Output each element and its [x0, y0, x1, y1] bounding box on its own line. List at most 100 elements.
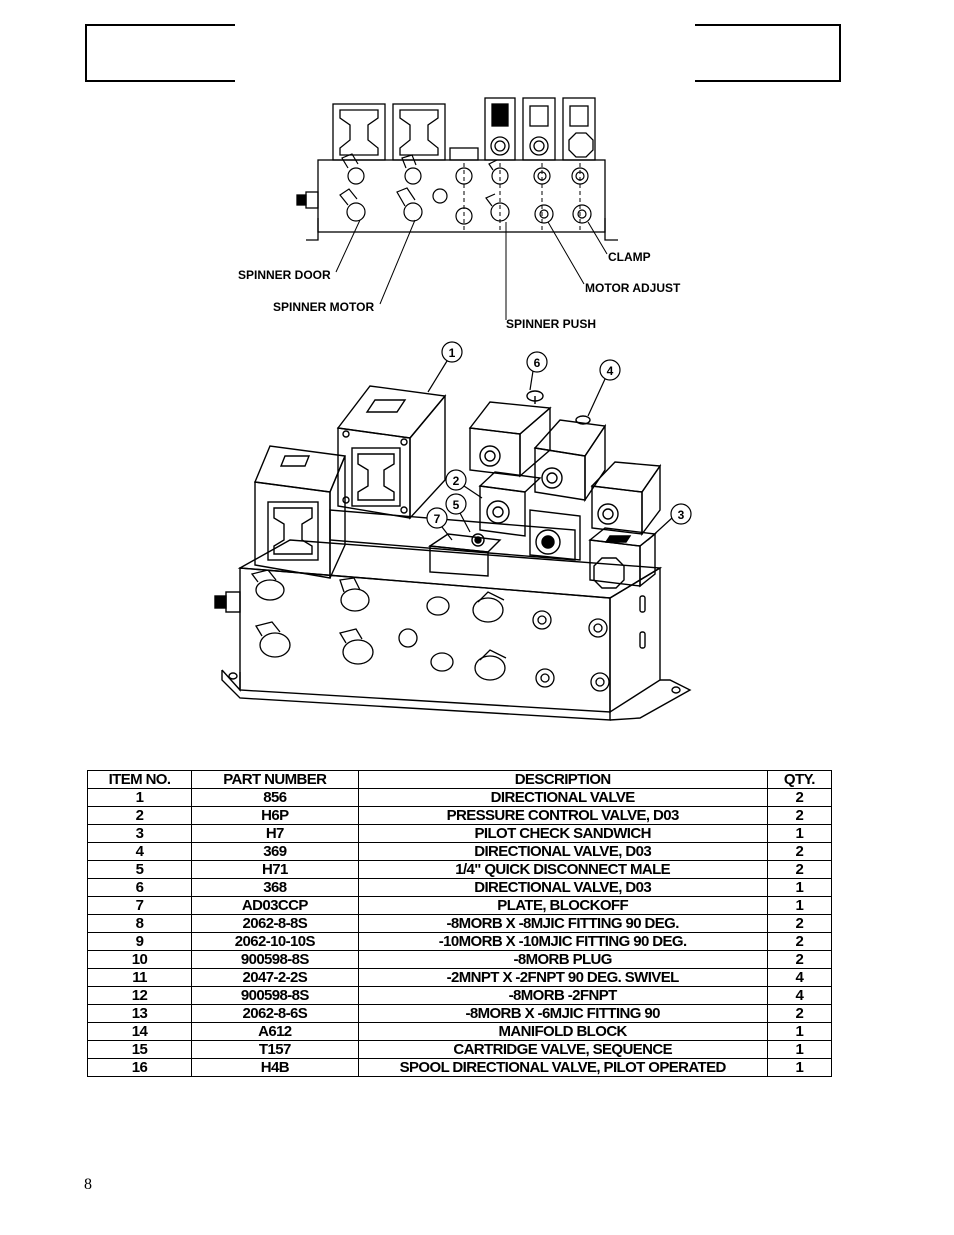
cell-item-no: 5	[86, 860, 193, 879]
cell-part-number: 900598-8S	[191, 986, 359, 1005]
cell-qty: 2	[766, 860, 833, 879]
cell-qty: 1	[766, 1022, 833, 1041]
cell-qty: 2	[766, 788, 833, 807]
cell-part-number: 900598-8S	[191, 950, 359, 969]
cell-description: -8MORB X -8MJIC FITTING 90 DEG.	[357, 914, 768, 933]
header-box-right	[695, 24, 841, 82]
label-spinner-motor: SPINNER MOTOR	[273, 300, 374, 314]
cell-part-number: T157	[191, 1040, 359, 1059]
cell-qty: 2	[766, 842, 833, 861]
cell-part-number: 368	[191, 878, 359, 897]
cell-description: -8MORB X -6MJIC FITTING 90	[357, 1004, 768, 1023]
isometric-view-drawing: 1 2 3 4 5 6 7	[214, 341, 692, 721]
cell-qty: 1	[766, 1058, 833, 1077]
label-spinner-door: SPINNER DOOR	[238, 268, 331, 282]
cell-description: DIRECTIONAL VALVE, D03	[357, 878, 768, 897]
callout-4: 4	[607, 364, 614, 378]
cell-item-no: 7	[86, 896, 193, 915]
cell-item-no: 4	[86, 842, 193, 861]
label-motor-adjust: MOTOR ADJUST	[585, 281, 681, 295]
callout-1: 1	[449, 346, 456, 360]
callout-2: 2	[453, 474, 460, 488]
cell-part-number: 2047-2-2S	[191, 968, 359, 987]
cell-part-number: A612	[191, 1022, 359, 1041]
cell-description: PRESSURE CONTROL VALVE, D03	[357, 806, 768, 825]
callout-5: 5	[453, 498, 460, 512]
label-clamp: CLAMP	[608, 250, 651, 264]
cell-part-number: H7	[191, 824, 359, 843]
table-header-row: ITEM NO. PART NUMBER DESCRIPTION QTY.	[86, 770, 833, 789]
cell-item-no: 12	[86, 986, 193, 1005]
header-qty: QTY.	[766, 770, 833, 789]
cell-qty: 1	[766, 896, 833, 915]
manifold-drawings: SPINNER DOOR SPINNER MOTOR SPINNER PUSH …	[214, 97, 692, 721]
cell-description: PLATE, BLOCKOFF	[357, 896, 768, 915]
cell-part-number: H6P	[191, 806, 359, 825]
cell-part-number: H4B	[191, 1058, 359, 1077]
cell-qty: 1	[766, 1040, 833, 1059]
cell-item-no: 11	[86, 968, 193, 987]
cell-description: MANIFOLD BLOCK	[357, 1022, 768, 1041]
cell-qty: 2	[766, 806, 833, 825]
header-part-number: PART NUMBER	[191, 770, 359, 789]
top-view-drawing: SPINNER DOOR SPINNER MOTOR SPINNER PUSH …	[238, 97, 681, 331]
cell-item-no: 14	[86, 1022, 193, 1041]
page-number: 8	[84, 1176, 92, 1193]
cell-part-number: 2062-10-10S	[191, 932, 359, 951]
cell-description: PILOT CHECK SANDWICH	[357, 824, 768, 843]
cell-qty: 2	[766, 1004, 833, 1023]
cell-part-number: 856	[191, 788, 359, 807]
cell-item-no: 8	[86, 914, 193, 933]
cell-description: DIRECTIONAL VALVE, D03	[357, 842, 768, 861]
cell-item-no: 10	[86, 950, 193, 969]
cell-part-number: AD03CCP	[191, 896, 359, 915]
cell-qty: 4	[766, 986, 833, 1005]
cell-part-number: H71	[191, 860, 359, 879]
cell-part-number: 2062-8-8S	[191, 914, 359, 933]
header-box-left	[85, 24, 235, 82]
cell-description: CARTRIDGE VALVE, SEQUENCE	[357, 1040, 768, 1059]
cell-description: -8MORB PLUG	[357, 950, 768, 969]
label-spinner-push: SPINNER PUSH	[506, 317, 596, 331]
cell-qty: 2	[766, 932, 833, 951]
cell-item-no: 3	[86, 824, 193, 843]
cell-part-number: 369	[191, 842, 359, 861]
cell-item-no: 2	[86, 806, 193, 825]
cell-description: -10MORB X -10MJIC FITTING 90 DEG.	[357, 932, 768, 951]
cell-qty: 1	[766, 824, 833, 843]
cell-description: -2MNPT X -2FNPT 90 DEG. SWIVEL	[357, 968, 768, 987]
header-description: DESCRIPTION	[357, 770, 768, 789]
cell-qty: 4	[766, 968, 833, 987]
callout-7: 7	[434, 512, 441, 526]
cell-description: -8MORB -2FNPT	[357, 986, 768, 1005]
cell-description: DIRECTIONAL VALVE	[357, 788, 768, 807]
cell-description: 1/4" QUICK DISCONNECT MALE	[357, 860, 768, 879]
cell-item-no: 1	[86, 788, 193, 807]
cell-qty: 1	[766, 878, 833, 897]
callout-3: 3	[678, 508, 685, 522]
cell-item-no: 13	[86, 1004, 193, 1023]
header-item-no: ITEM NO.	[86, 770, 193, 789]
callout-6: 6	[534, 356, 541, 370]
cell-item-no: 15	[86, 1040, 193, 1059]
cell-qty: 2	[766, 914, 833, 933]
cell-qty: 2	[766, 950, 833, 969]
cell-description: SPOOL DIRECTIONAL VALVE, PILOT OPERATED	[357, 1058, 768, 1077]
